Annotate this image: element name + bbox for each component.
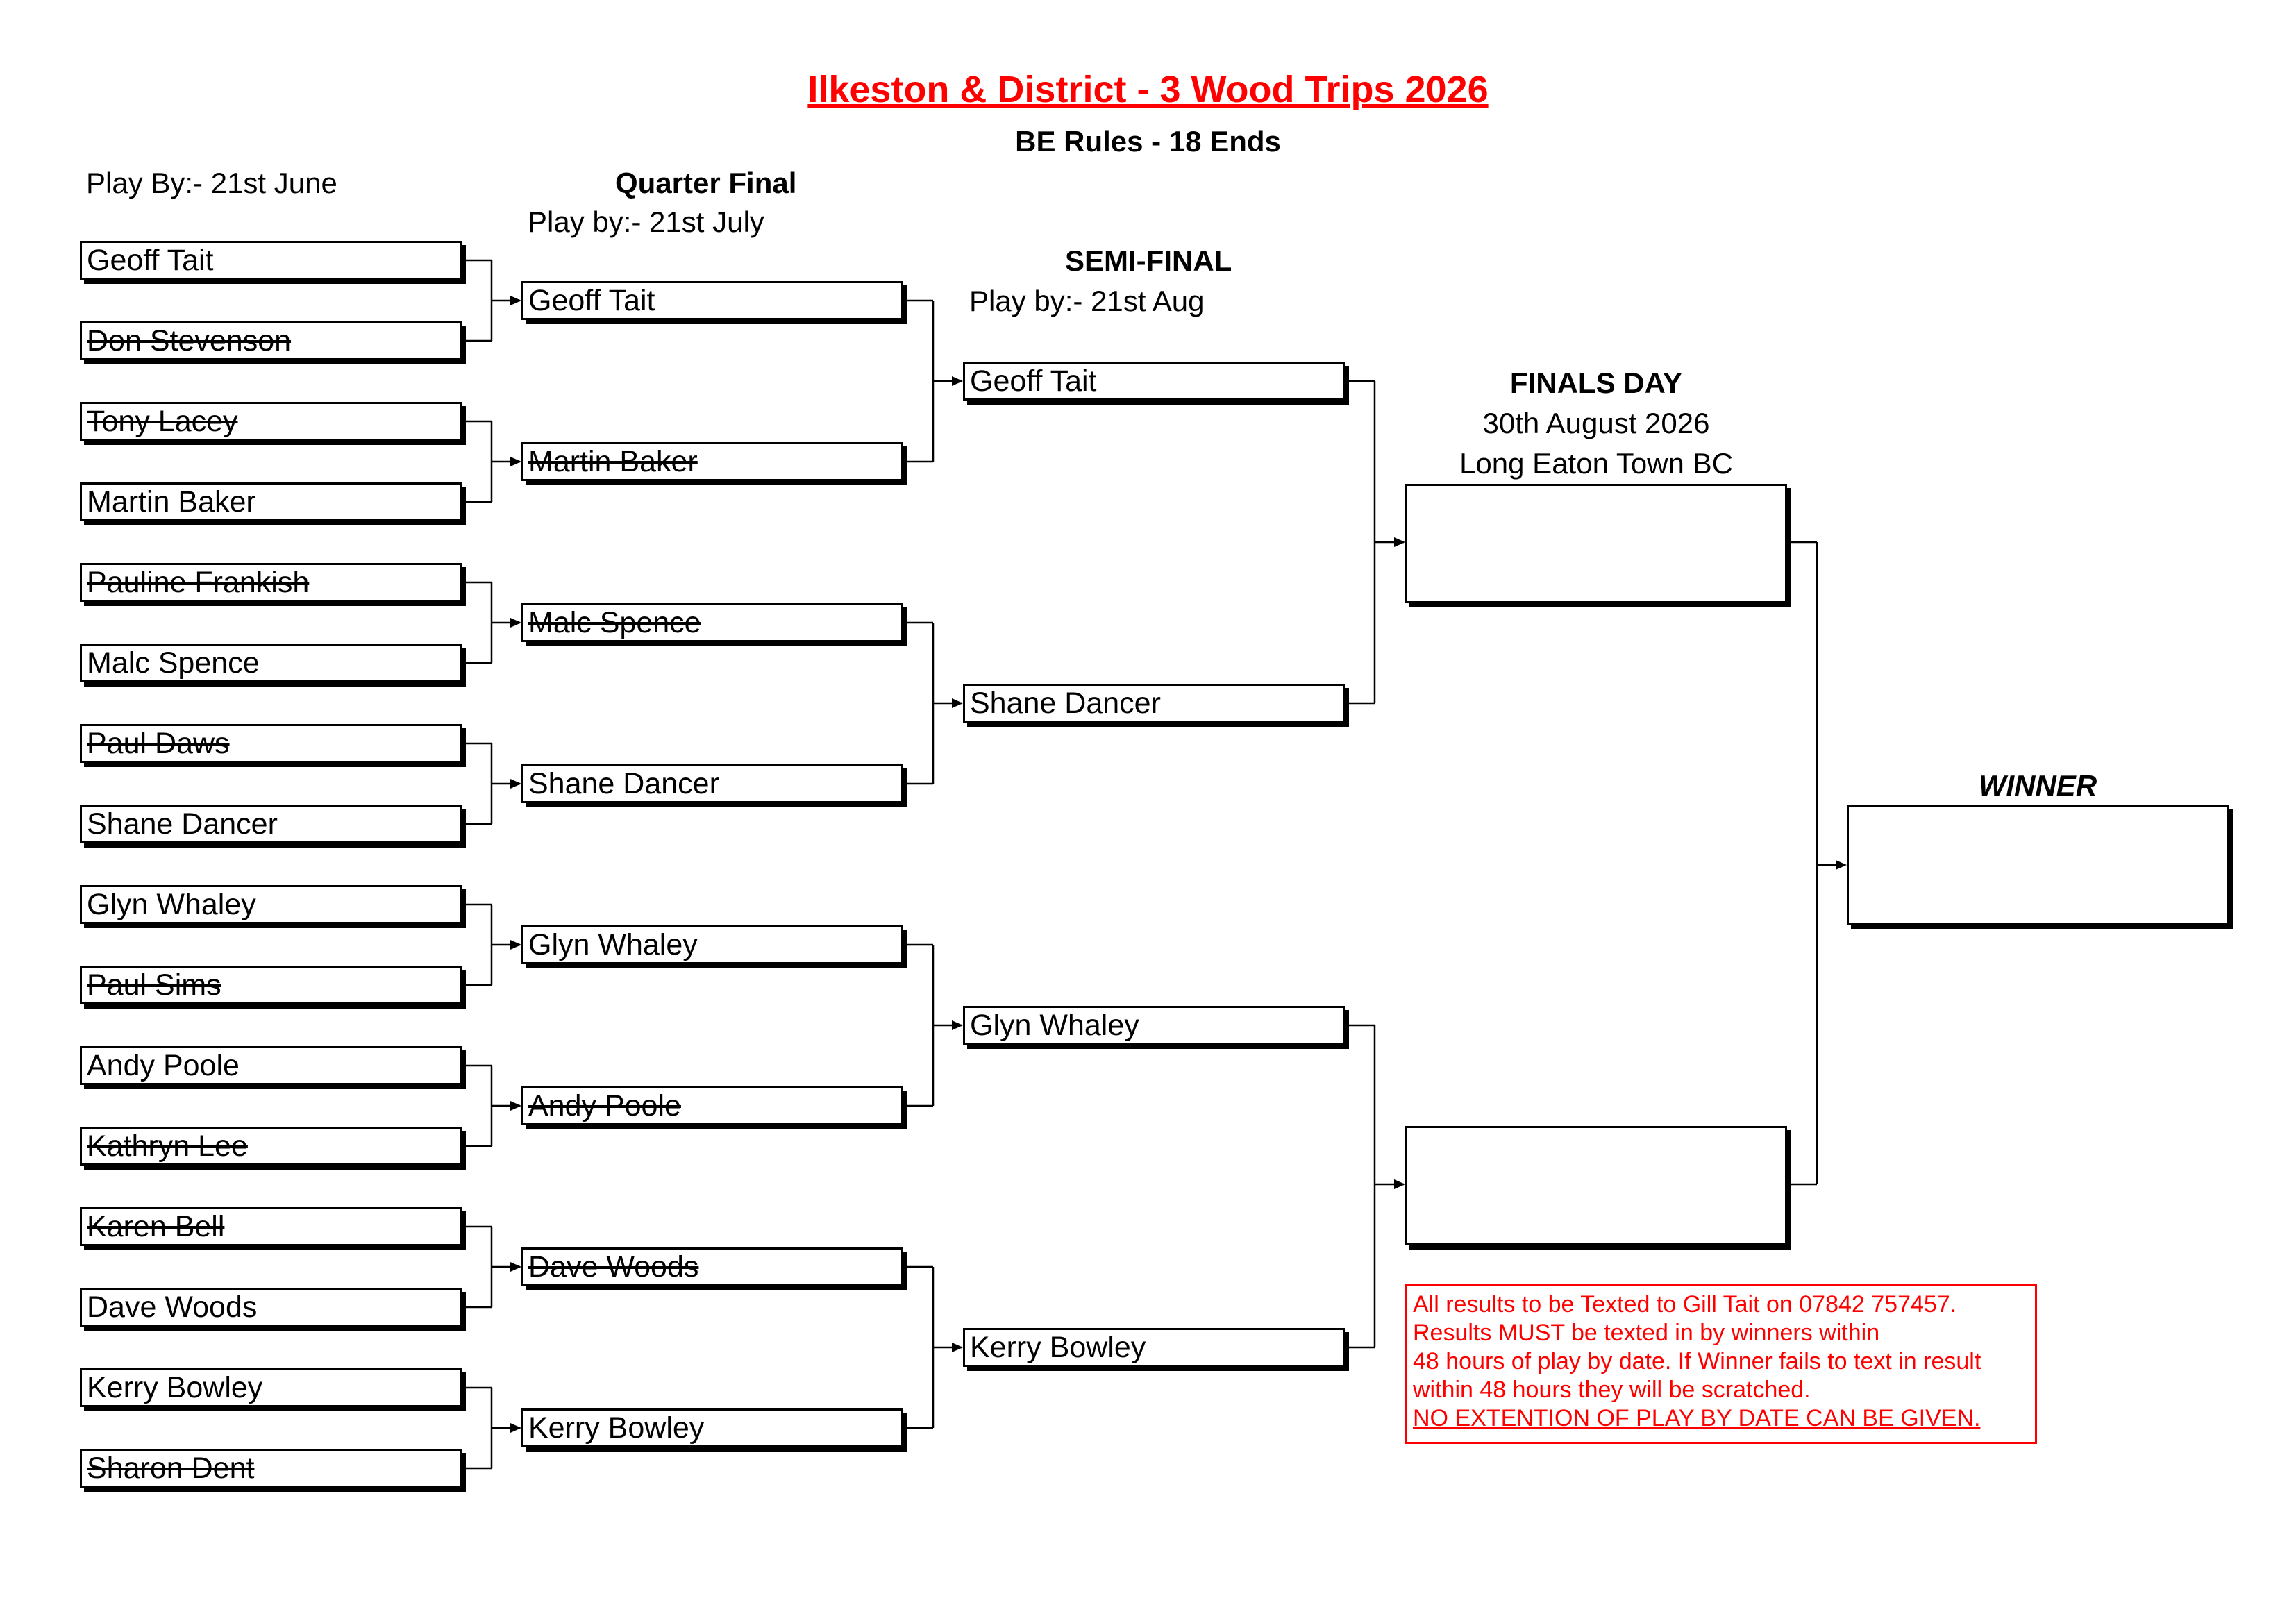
sf-player-box: Glyn Whaley [963, 1006, 1345, 1045]
r1-player-box: Glyn Whaley [80, 885, 462, 924]
r1-player-name: Tony Lacey [87, 404, 238, 438]
qf-player-name: Andy Poole [528, 1088, 681, 1122]
r1-player-name: Andy Poole [87, 1048, 240, 1082]
sf-player-name: Glyn Whaley [970, 1008, 1139, 1042]
qf-player-box: Andy Poole [521, 1086, 903, 1125]
notice-line-1: All results to be Texted to Gill Tait on… [1413, 1291, 1957, 1318]
winner-box [1847, 805, 2229, 925]
qf-player-name: Geoff Tait [528, 283, 655, 317]
qf-player-name: Malc Spence [528, 605, 701, 639]
r1-player-name: Don Stevenson [87, 323, 292, 358]
quarter-final-label: Quarter Final [615, 167, 797, 199]
final-slot-1 [1405, 484, 1787, 603]
r1-player-box: Paul Daws [80, 724, 462, 763]
r1-connector-arrowhead [510, 940, 521, 950]
r1-connector-arrowhead [510, 1262, 521, 1272]
semi-final-play-by: Play by:- 21st Aug [969, 285, 1205, 317]
qf-player-name: Kerry Bowley [528, 1411, 705, 1445]
r1-player-box: Andy Poole [80, 1046, 462, 1085]
r1-connector-arrowhead [510, 1101, 521, 1111]
qf-player-box: Martin Baker [521, 442, 903, 481]
notice-line-3: 48 hours of play by date. If Winner fail… [1413, 1348, 1981, 1374]
sf-player-box: Kerry Bowley [963, 1328, 1345, 1367]
r1-connector-arrowhead [510, 296, 521, 305]
qf-connector-arrowhead [952, 1343, 963, 1352]
r1-player-box: Sharon Dent [80, 1449, 462, 1488]
r1-player-name: Sharon Dent [87, 1451, 255, 1485]
notice-line-4: within 48 hours they will be scratched. [1413, 1377, 1811, 1403]
r1-player-box: Dave Woods [80, 1288, 462, 1327]
results-notice: All results to be Texted to Gill Tait on… [1405, 1284, 2037, 1444]
qf-player-name: Dave Woods [528, 1250, 699, 1284]
r1-connector-arrowhead [510, 618, 521, 628]
r1-player-name: Geoff Tait [87, 243, 214, 277]
r1-connector-arrowhead [510, 779, 521, 789]
page-subtitle: BE Rules - 18 Ends [1015, 125, 1281, 158]
qf-player-box: Kerry Bowley [521, 1408, 903, 1447]
r1-player-box: Malc Spence [80, 644, 462, 682]
qf-player-name: Shane Dancer [528, 766, 719, 800]
r1-player-name: Paul Daws [87, 726, 230, 760]
qf-player-box: Geoff Tait [521, 281, 903, 320]
r1-player-name: Kerry Bowley [87, 1370, 263, 1404]
sf-connector-arrowhead [1394, 537, 1405, 547]
r1-player-box: Tony Lacey [80, 402, 462, 441]
notice-line-5: NO EXTENTION OF PLAY BY DATE CAN BE GIVE… [1413, 1405, 1981, 1431]
sf-connector-arrowhead [1394, 1179, 1405, 1189]
sf-player-box: Geoff Tait [963, 362, 1345, 401]
r1-player-box: Kathryn Lee [80, 1127, 462, 1166]
r1-player-name: Martin Baker [87, 485, 256, 519]
qf-player-box: Malc Spence [521, 603, 903, 642]
finals-day-venue: Long Eaton Town BC [1459, 447, 1733, 480]
r1-player-name: Karen Bell [87, 1209, 225, 1243]
winner-label: WINNER [1978, 769, 2097, 802]
final-slot-2 [1405, 1126, 1787, 1245]
r1-player-box: Martin Baker [80, 482, 462, 521]
final-connector-arrowhead [1836, 860, 1847, 870]
qf-player-box: Dave Woods [521, 1247, 903, 1286]
semi-final-label: SEMI-FINAL [1065, 244, 1232, 277]
r1-player-name: Malc Spence [87, 646, 260, 680]
r1-connector-arrowhead [510, 457, 521, 466]
r1-player-box: Karen Bell [80, 1207, 462, 1246]
r1-player-name: Pauline Frankish [87, 565, 310, 599]
first-round-play-by: Play By:- 21st June [86, 167, 337, 199]
sf-player-name: Geoff Tait [970, 364, 1097, 398]
r1-player-name: Glyn Whaley [87, 887, 256, 921]
sf-player-name: Kerry Bowley [970, 1330, 1146, 1364]
notice-line-2: Results MUST be texted in by winners wit… [1413, 1320, 1880, 1346]
sf-player-name: Shane Dancer [970, 686, 1161, 720]
qf-player-name: Glyn Whaley [528, 927, 698, 961]
r1-player-box: Shane Dancer [80, 805, 462, 843]
r1-player-name: Dave Woods [87, 1290, 258, 1324]
r1-player-box: Pauline Frankish [80, 563, 462, 602]
qf-connector-arrowhead [952, 698, 963, 708]
qf-connector-arrowhead [952, 376, 963, 386]
r1-player-name: Kathryn Lee [87, 1129, 248, 1163]
r1-player-box: Paul Sims [80, 966, 462, 1004]
quarter-final-play-by: Play by:- 21st July [528, 205, 764, 238]
qf-connector-arrowhead [952, 1020, 963, 1030]
r1-connector-arrowhead [510, 1423, 521, 1433]
qf-player-name: Martin Baker [528, 444, 698, 478]
finals-day-label: FINALS DAY [1509, 367, 1683, 399]
r1-player-box: Don Stevenson [80, 321, 462, 360]
r1-player-box: Geoff Tait [80, 241, 462, 280]
r1-player-name: Paul Sims [87, 968, 221, 1002]
r1-player-name: Shane Dancer [87, 807, 278, 841]
r1-player-box: Kerry Bowley [80, 1368, 462, 1407]
page-title: Ilkeston & District - 3 Wood Trips 2026 [807, 69, 1489, 110]
finals-day-date: 30th August 2026 [1482, 407, 1710, 439]
qf-player-box: Shane Dancer [521, 764, 903, 803]
qf-player-box: Glyn Whaley [521, 925, 903, 964]
sf-player-box: Shane Dancer [963, 684, 1345, 723]
